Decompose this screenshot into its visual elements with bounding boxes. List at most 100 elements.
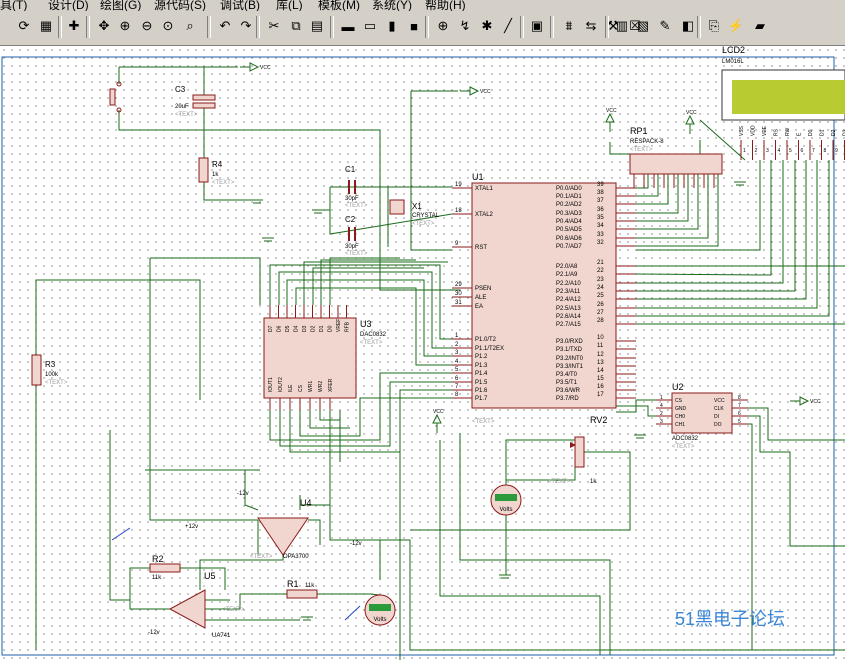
mcu-pin-label: P0.0/AD0 [556,186,582,192]
mcu-pin-number: 39 [597,182,604,188]
menu-item-5[interactable]: 库(L) [276,0,303,11]
u4-body [257,517,309,556]
netlist-export-icon[interactable]: ▧ [636,18,650,33]
sheet-border [1,56,835,656]
wire [636,174,669,205]
block-rotate-icon[interactable]: ▮ [388,18,396,33]
mcu-pin-label: P1.6 [475,388,488,394]
cut-icon[interactable]: ✂ [268,18,280,33]
redo-icon[interactable]: ↷ [240,18,252,33]
zoom-area-icon[interactable]: ⌕ [186,18,194,33]
rv2-name: RV2 [590,415,607,425]
mcu-pin-number: 19 [455,182,462,188]
capacitor-c2[interactable]: C2 30pF <TEXT> [345,215,368,257]
menu-item-6[interactable]: 模板(M) [318,0,360,11]
resistor-r2[interactable]: R2 11k [149,554,181,581]
mcu-pin-label: P0.2/AD2 [556,202,582,208]
zoom-in-icon[interactable]: ⊕ [119,18,131,33]
menu-item-7[interactable]: 系统(Y) [372,0,412,11]
zoom-all-icon[interactable]: ⊙ [162,18,174,33]
wire [439,440,601,655]
mcu-pin-number: 13 [597,360,604,366]
ares-icon[interactable]: ▰ [755,18,765,33]
decompose-icon[interactable]: ✱ [481,18,493,33]
lcd-pin-label: D2 [831,129,837,136]
origin-icon[interactable]: ✚ [68,18,80,33]
u5-model: UA741 [212,633,231,639]
pin-labels: 19XTAL118XTAL29RST29PSEN30ALE31EA1P1.0/T… [111,62,845,636]
mcu-pin-number: 22 [597,268,604,274]
voltmeter-2[interactable]: Volts [364,594,396,626]
mcu-pin-number: 34 [597,223,604,229]
crystal-x1[interactable]: X1 CRYSTAL <TEXT> [389,199,440,227]
resistor-r4[interactable]: R4 1k <TEXT> [198,157,235,186]
grid-icon[interactable]: ▦ [39,18,53,33]
menu-item-1[interactable]: 设计(D) [48,0,89,11]
mcu-pin-label: P3.3/INT1 [556,364,584,370]
zoom-out-icon[interactable]: ⊖ [141,18,153,33]
c3-name: C3 [175,85,186,94]
block-delete-icon[interactable]: ■ [410,18,418,34]
adc-pin-number: 5 [738,419,741,425]
copy-icon[interactable]: ⧉ [291,18,301,33]
mcu-pin-number: 25 [597,293,604,299]
power-icon[interactable]: ⚡ [727,18,745,33]
lcd-display[interactable]: LCD2 LM016L [721,46,845,121]
refresh-icon[interactable]: ⟳ [18,18,30,33]
potentiometer-rv2[interactable]: RV2 1k <TEXT> [548,415,607,485]
menu-item-3[interactable]: 源代码(S) [154,0,206,11]
property-icon[interactable]: ⇆ [585,18,597,33]
respack-rp1[interactable]: RP1 RESPACK-8 <TEXT> [629,126,723,175]
bom-icon[interactable]: ▥ [615,18,629,33]
crystal-value: CRYSTAL [412,213,440,219]
capacitor-c3[interactable]: C3 20uF <TEXT> [175,85,216,118]
mcu-pin-number: 26 [597,302,604,308]
lcd-pin-label: D3 [843,129,845,136]
menu-item-2[interactable]: 绘图(G) [100,0,142,11]
mcu-u1[interactable]: U1 <TEXT> [471,172,617,425]
resistor-r1[interactable]: R1 11k [286,579,318,599]
r3-value: 100k [45,372,59,378]
delete-icon[interactable]: ☒ [629,18,641,33]
netlist-icon[interactable]: ▣ [530,18,544,33]
mcu-pin-label: P2.6/A14 [556,314,581,320]
wire-autorouter-icon[interactable]: ╱ [504,18,512,33]
block-move-icon[interactable]: ▭ [363,18,377,33]
menu-item-0[interactable]: 具(T) [0,0,28,11]
lcd-pin-label: E [797,132,803,136]
opamp-u5[interactable]: U5 UA741 <TEXT> [168,571,245,639]
mcu-pin-number: 5 [455,367,459,373]
lcd-pin-number: 2 [755,148,758,154]
toolbar-separator [330,16,334,38]
doc-icon[interactable]: ⎘ [708,18,720,33]
mcu-pin-label: P2.3/A11 [556,289,581,295]
adc-pin-number: 3 [660,419,663,425]
lcd-pin-number: 4 [778,148,781,154]
adc-u2[interactable]: U2 ADC0832 <TEXT> [671,382,733,450]
pick-device-icon[interactable]: ⊕ [437,18,449,33]
dac-pin-label: D3 [302,325,308,332]
block-copy-icon[interactable]: ▬ [341,18,355,34]
search-icon[interactable]: ⩩ [565,18,573,33]
menu-item-4[interactable]: 调试(B) [220,0,260,11]
dac-pin-label: WR2 [318,381,324,392]
dac-u3[interactable]: U3 DAC0832 <TEXT> [263,317,387,399]
pan-icon[interactable]: ✥ [98,18,110,33]
undo-icon[interactable]: ↶ [219,18,231,33]
tools-icon[interactable]: ⚒ [607,18,619,33]
capacitor-c1[interactable]: C1 30pF <TEXT> [345,165,368,209]
pcb-icon[interactable]: ✎ [659,18,671,33]
respack-name: RP1 [630,126,648,136]
menu-item-8[interactable]: 帮助(H) [425,0,466,11]
opamp-u4[interactable]: U4 OPA3700 <TEXT> [250,498,312,560]
pushbutton-reset[interactable] [109,81,122,113]
make-device-icon[interactable]: ↯ [459,18,471,33]
paste-icon[interactable]: ▤ [310,18,324,33]
schematic-canvas[interactable]: U1 <TEXT> U3 DAC0832 <TEXT> U2 ADC0832 <… [0,46,845,660]
mcu-pin-label: PSEN [475,286,491,292]
mcu-pin-label: P2.4/A12 [556,297,581,303]
resistor-r3[interactable]: R3 100k <TEXT> [31,354,68,386]
voltmeter-1[interactable]: Volts [490,484,522,516]
layout-icon[interactable]: ◧ [681,18,695,33]
mcu-pin-number: 14 [597,368,604,374]
